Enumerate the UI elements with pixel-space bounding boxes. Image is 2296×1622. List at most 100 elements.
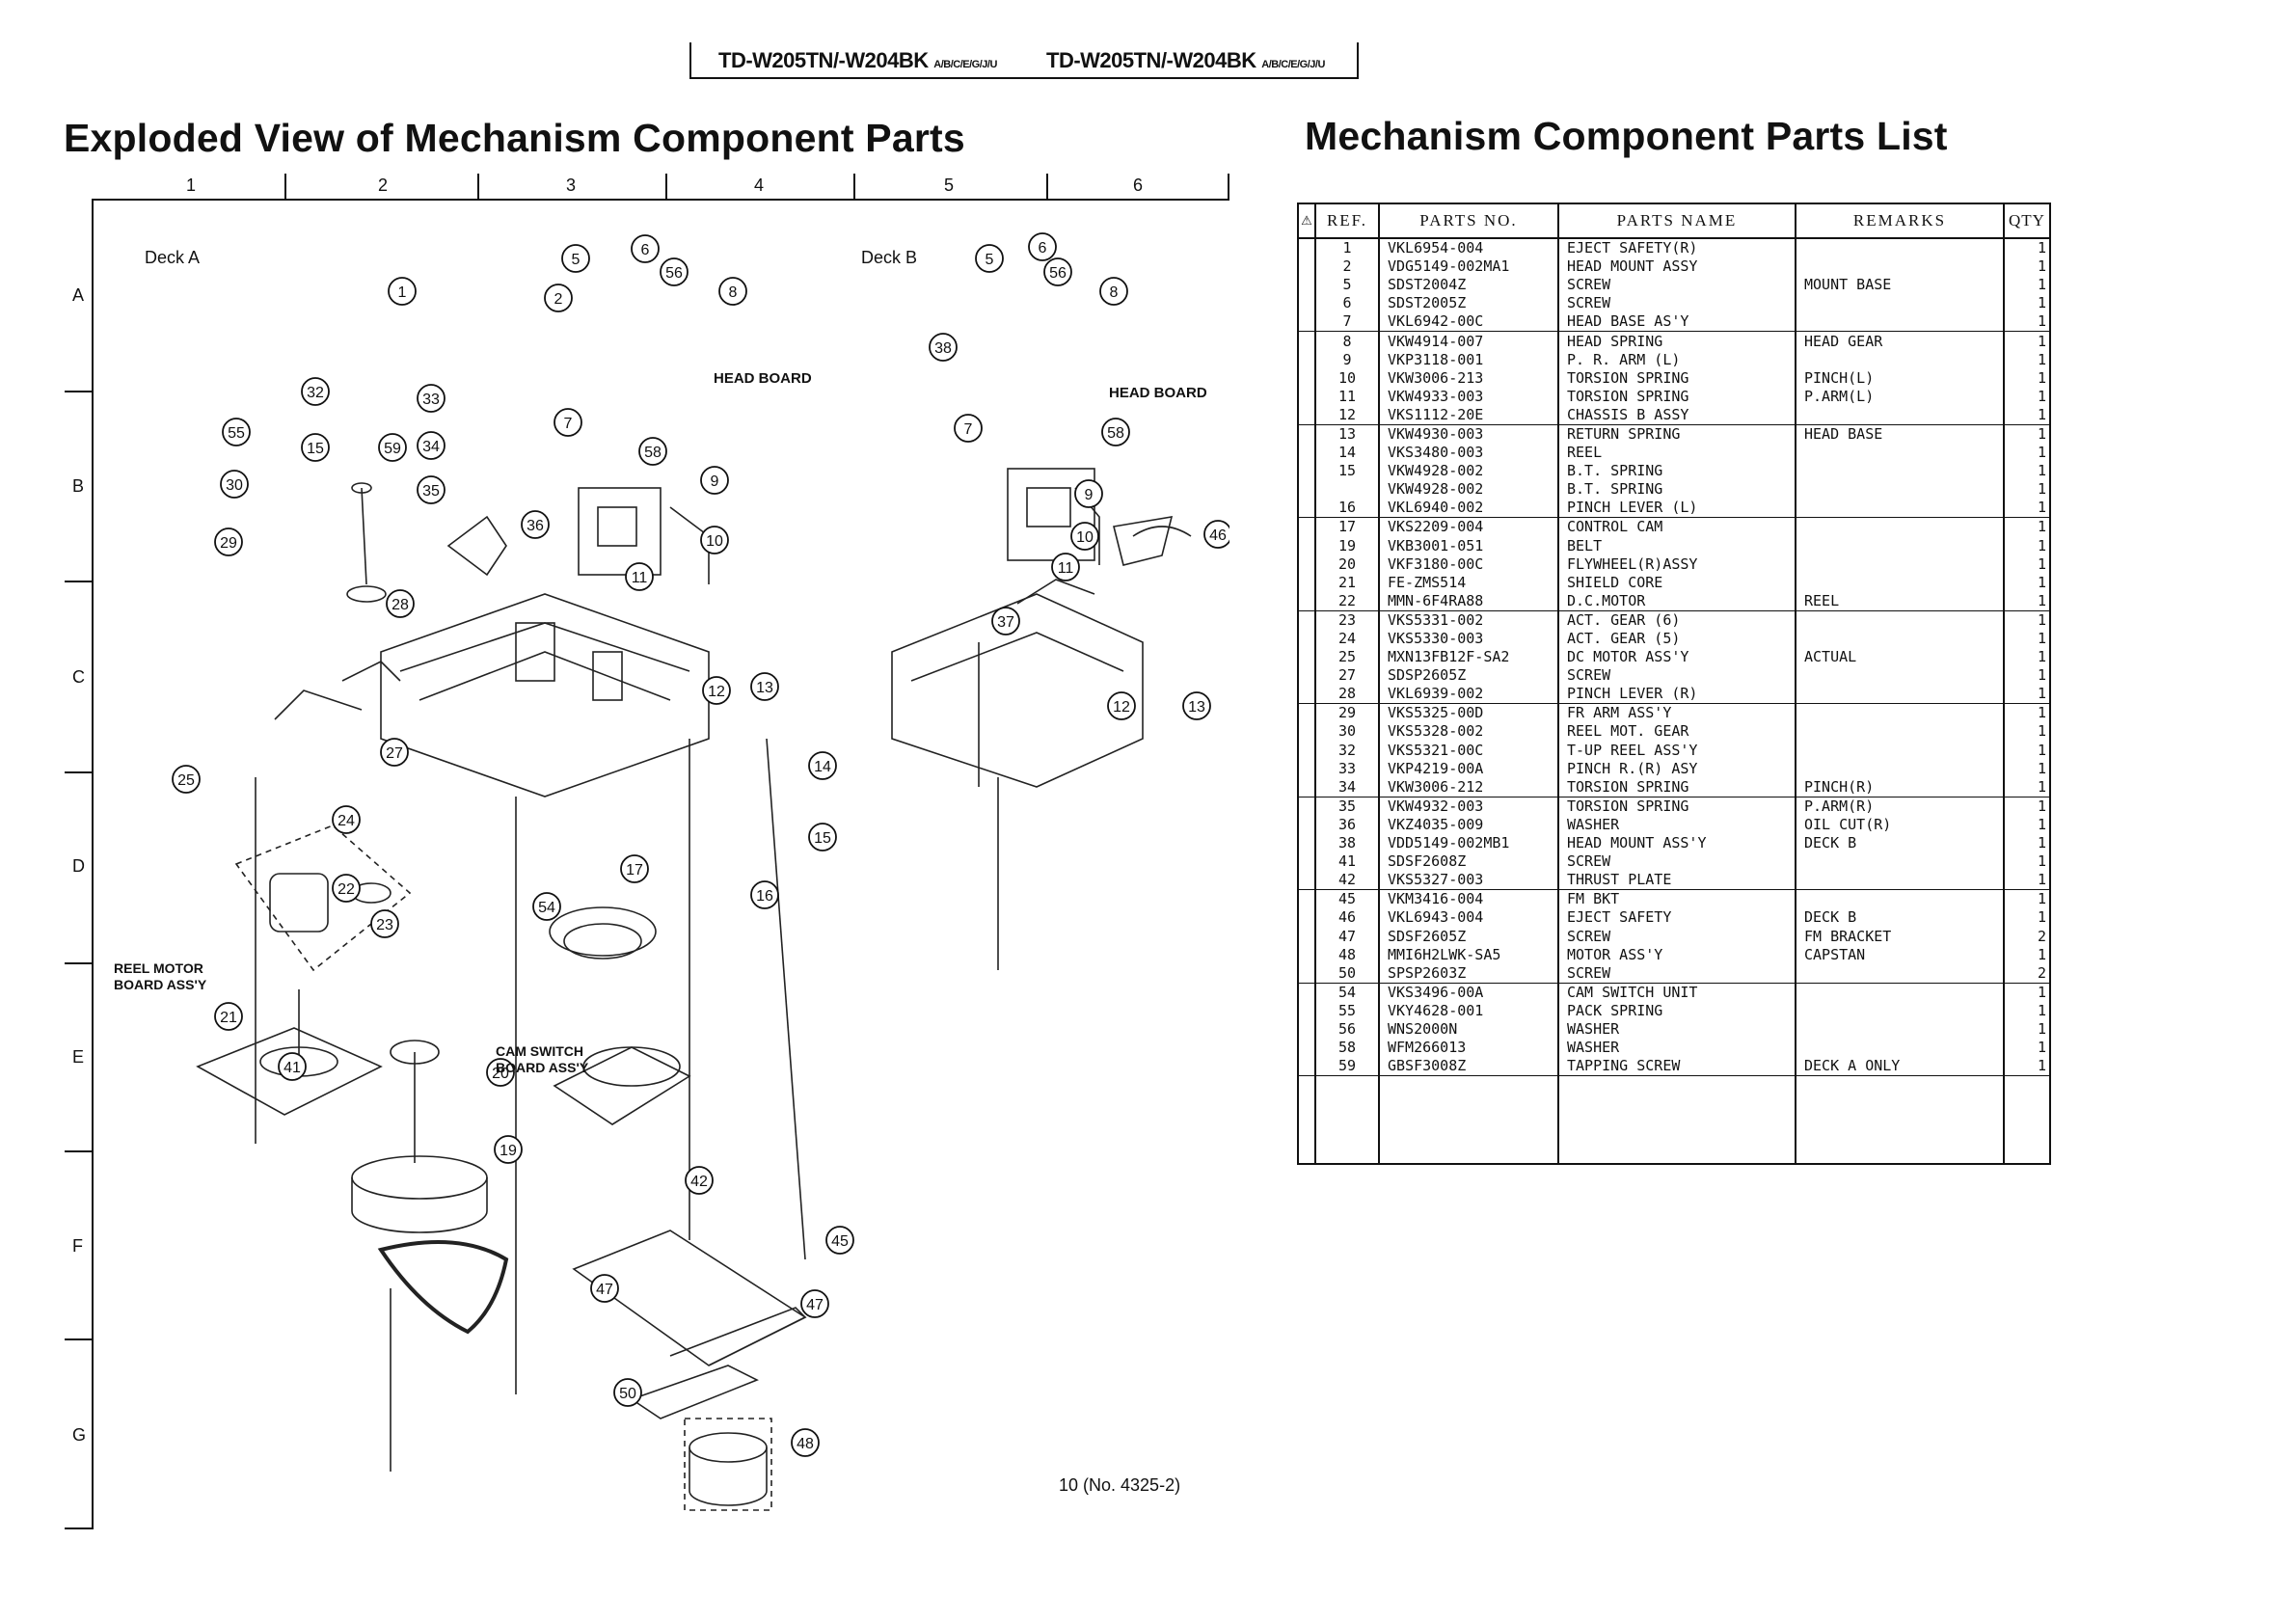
parts-no-cell: VKW4928-002 bbox=[1378, 480, 1559, 500]
warn-cell bbox=[1297, 871, 1316, 890]
callout-a-circle-8 bbox=[718, 277, 747, 306]
callout-a-circle-9 bbox=[700, 466, 729, 495]
warn-cell bbox=[1297, 927, 1316, 946]
qty-cell: 1 bbox=[2003, 444, 2051, 463]
parts-list-title: Mechanism Component Parts List bbox=[1305, 114, 1948, 158]
remarks-cell: DECK A ONLY bbox=[1795, 1057, 2005, 1076]
warn-cell bbox=[1297, 777, 1316, 797]
callout-a-circle-55 bbox=[222, 418, 251, 446]
parts-no-cell: VKL6943-004 bbox=[1378, 908, 1559, 928]
callout-b-circle-6 bbox=[1028, 232, 1057, 261]
callout-a-number-16: 16 bbox=[756, 888, 773, 905]
parts-name-cell: B.T. SPRING bbox=[1557, 462, 1796, 481]
ref-cell: 35 bbox=[1314, 796, 1380, 816]
warn-cell bbox=[1297, 331, 1316, 351]
row-label-g: G bbox=[72, 1425, 87, 1445]
remarks-cell bbox=[1795, 294, 2005, 313]
callout-a-circle-29 bbox=[214, 527, 243, 556]
parts-no-cell: VKL6939-002 bbox=[1378, 685, 1559, 704]
callout-a-circle-6 bbox=[631, 234, 660, 263]
warn-cell bbox=[1297, 759, 1316, 778]
parts-no-cell: VDD5149-002MB1 bbox=[1378, 834, 1559, 853]
remarks-cell bbox=[1795, 536, 2005, 555]
parts-no-cell: VKS3496-00A bbox=[1378, 982, 1559, 1002]
head-board-a-label: HEAD BOARD bbox=[714, 370, 812, 387]
head-board-b-label: HEAD BOARD bbox=[1109, 385, 1207, 401]
ref-cell: 2 bbox=[1314, 257, 1380, 277]
parts-name-header: PARTS NAME bbox=[1557, 203, 1796, 239]
warn-cell bbox=[1297, 238, 1316, 258]
parts-no-cell: VKF3180-00C bbox=[1378, 554, 1559, 574]
ref-cell: 36 bbox=[1314, 815, 1380, 834]
qty-cell: 1 bbox=[2003, 517, 2051, 537]
callout-b-number-38: 38 bbox=[934, 340, 952, 357]
callout-a-circle-14 bbox=[808, 751, 837, 780]
callout-a-number-28: 28 bbox=[392, 597, 409, 613]
qty-cell: 2 bbox=[2003, 927, 2051, 946]
callout-a-circle-54 bbox=[532, 892, 561, 921]
parts-name-cell: PINCH R.(R) ASY bbox=[1557, 759, 1796, 778]
callout-a-number-15: 15 bbox=[814, 830, 831, 847]
parts-no-cell: VKW4932-003 bbox=[1378, 796, 1559, 816]
parts-no-header: PARTS NO. bbox=[1378, 203, 1559, 239]
parts-no-cell: VKW3006-212 bbox=[1378, 777, 1559, 797]
parts-name-cell: FR ARM ASS'Y bbox=[1557, 703, 1796, 723]
remarks-cell bbox=[1795, 517, 2005, 537]
callout-b-circle-58 bbox=[1101, 418, 1130, 446]
ref-cell: 33 bbox=[1314, 759, 1380, 778]
ref-cell: 42 bbox=[1314, 871, 1380, 890]
qty-cell: 1 bbox=[2003, 573, 2051, 592]
callout-b-number-9: 9 bbox=[1085, 487, 1094, 503]
parts-name-cell: SCREW bbox=[1557, 276, 1796, 295]
warn-cell bbox=[1297, 889, 1316, 909]
row-label-e: E bbox=[72, 1047, 85, 1067]
ref-cell: 29 bbox=[1314, 703, 1380, 723]
warn-cell bbox=[1297, 1057, 1316, 1076]
remarks-cell bbox=[1795, 852, 2005, 872]
parts-no-cell: VKW4930-003 bbox=[1378, 423, 1559, 445]
parts-no-cell: VKS2209-004 bbox=[1378, 517, 1559, 537]
cam-switch-label: CAM SWITCH BOARD ASS'Y bbox=[496, 1043, 589, 1075]
parts-no-cell: VKW4928-002 bbox=[1378, 462, 1559, 481]
callout-a-number-6: 6 bbox=[641, 242, 650, 258]
parts-name-cell: PINCH LEVER (L) bbox=[1557, 499, 1796, 518]
parts-name-cell: TORSION SPRING bbox=[1557, 387, 1796, 406]
callout-a-number-27: 27 bbox=[386, 745, 403, 762]
callout-a-circle-33 bbox=[417, 384, 446, 413]
parts-no-cell: VKY4628-001 bbox=[1378, 1001, 1559, 1020]
qty-cell: 1 bbox=[2003, 294, 2051, 313]
ref-cell: 30 bbox=[1314, 722, 1380, 742]
blank-row bbox=[1297, 1075, 2051, 1166]
row-label-c: C bbox=[72, 667, 85, 687]
qty-cell: 1 bbox=[2003, 666, 2051, 686]
ref-cell: 6 bbox=[1314, 294, 1380, 313]
callout-a-circle-56 bbox=[660, 257, 689, 286]
callout-b-circle-5 bbox=[975, 244, 1004, 273]
remarks-cell bbox=[1795, 257, 2005, 277]
ref-cell: 17 bbox=[1314, 517, 1380, 537]
callout-a-circle-42 bbox=[685, 1166, 714, 1195]
callout-a-circle-5 bbox=[561, 244, 590, 273]
ref-cell: 47 bbox=[1314, 927, 1380, 946]
callout-a-circle-1 bbox=[388, 277, 417, 306]
qty-cell: 1 bbox=[2003, 834, 2051, 853]
remarks-cell bbox=[1795, 444, 2005, 463]
parts-name-cell: TAPPING SCREW bbox=[1557, 1057, 1796, 1076]
callout-a-circle-41 bbox=[278, 1052, 307, 1081]
remarks-cell bbox=[1795, 629, 2005, 649]
callout-a-number-54: 54 bbox=[538, 900, 555, 916]
parts-no-cell: VKW4933-003 bbox=[1378, 387, 1559, 406]
callout-a-number-10: 10 bbox=[706, 533, 723, 550]
warn-cell bbox=[1297, 1001, 1316, 1020]
